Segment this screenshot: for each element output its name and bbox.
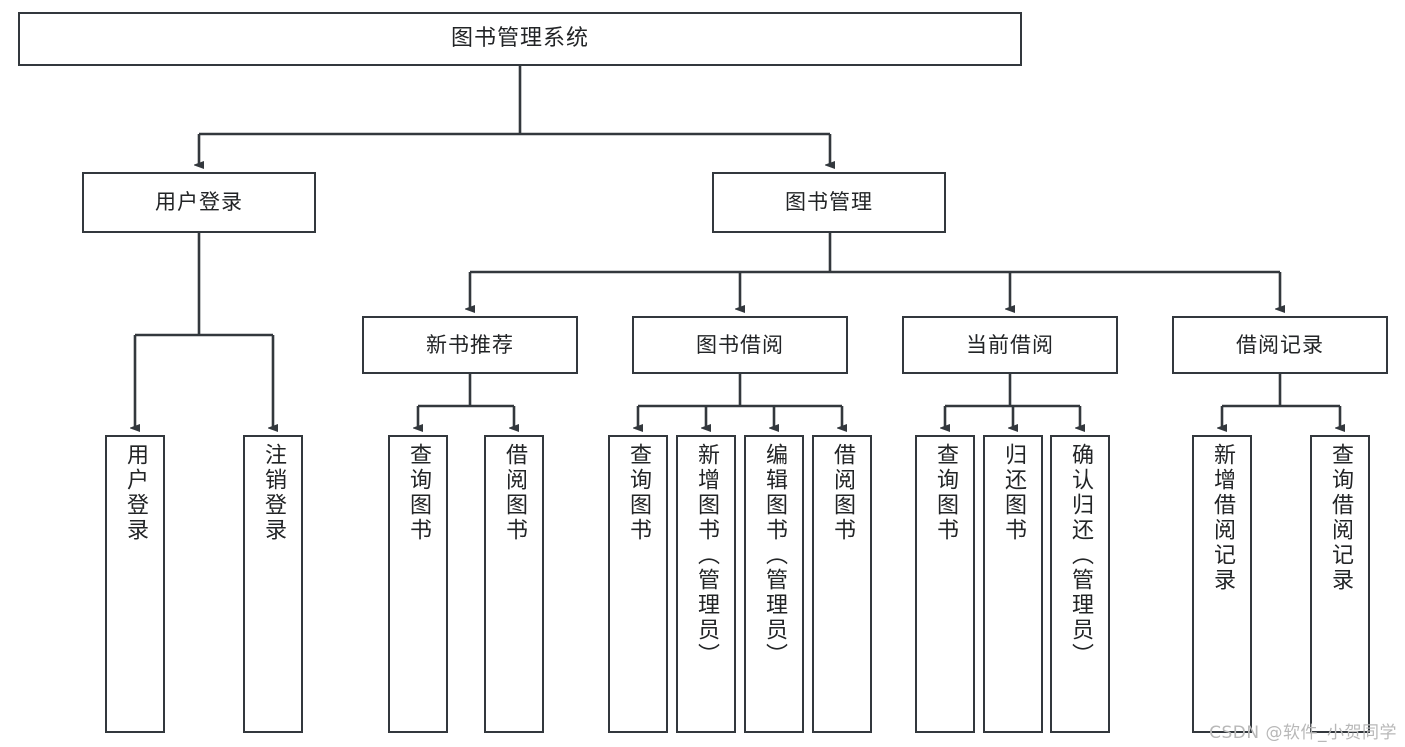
node-user-login-label: 用户登录 [155,190,243,215]
node-current-borrow-label: 当前借阅 [966,332,1054,357]
leaf-node-1[interactable]: 用户登录 [105,435,165,733]
leaf-node-9-label: 查询图书 [933,443,958,543]
leaf-node-2[interactable]: 注销登录 [243,435,303,733]
leaf-node-11-label: 确认归还（管理员） [1068,443,1093,668]
leaf-node-9[interactable]: 查询图书 [915,435,975,733]
node-root[interactable]: 图书管理系统 [18,12,1022,66]
leaf-node-12[interactable]: 新增借阅记录 [1192,435,1252,733]
leaf-node-1-label: 用户登录 [123,443,148,543]
node-borrow-record-label: 借阅记录 [1236,332,1324,357]
leaf-node-11[interactable]: 确认归还（管理员） [1050,435,1110,733]
node-root-label: 图书管理系统 [450,26,589,52]
node-book-borrow[interactable]: 图书借阅 [632,316,848,374]
leaf-node-8[interactable]: 借阅图书 [812,435,872,733]
leaf-node-8-label: 借阅图书 [830,443,855,543]
leaf-node-13[interactable]: 查询借阅记录 [1310,435,1370,733]
node-book-management[interactable]: 图书管理 [712,172,946,233]
node-new-book-recommend-label: 新书推荐 [426,332,514,357]
leaf-node-4[interactable]: 借阅图书 [484,435,544,733]
leaf-node-2-label: 注销登录 [261,443,286,543]
leaf-node-5-label: 查询图书 [626,443,651,543]
leaf-node-5[interactable]: 查询图书 [608,435,668,733]
node-new-book-recommend[interactable]: 新书推荐 [362,316,578,374]
node-current-borrow[interactable]: 当前借阅 [902,316,1118,374]
leaf-node-7-label: 编辑图书（管理员） [762,443,787,668]
leaf-node-3-label: 查询图书 [406,443,431,543]
leaf-node-10[interactable]: 归还图书 [983,435,1043,733]
leaf-node-13-label: 查询借阅记录 [1328,443,1353,593]
node-borrow-record[interactable]: 借阅记录 [1172,316,1388,374]
leaf-node-3[interactable]: 查询图书 [388,435,448,733]
leaf-node-6-label: 新增图书（管理员） [694,443,719,668]
leaf-node-4-label: 借阅图书 [502,443,527,543]
node-book-borrow-label: 图书借阅 [696,332,784,357]
leaf-node-10-label: 归还图书 [1001,443,1026,543]
node-book-management-label: 图书管理 [785,190,873,215]
leaf-node-12-label: 新增借阅记录 [1210,443,1235,593]
node-user-login[interactable]: 用户登录 [82,172,316,233]
leaf-node-6[interactable]: 新增图书（管理员） [676,435,736,733]
leaf-node-7[interactable]: 编辑图书（管理员） [744,435,804,733]
csdn-watermark: CSDN @软件_小贺同学 [1209,723,1397,743]
